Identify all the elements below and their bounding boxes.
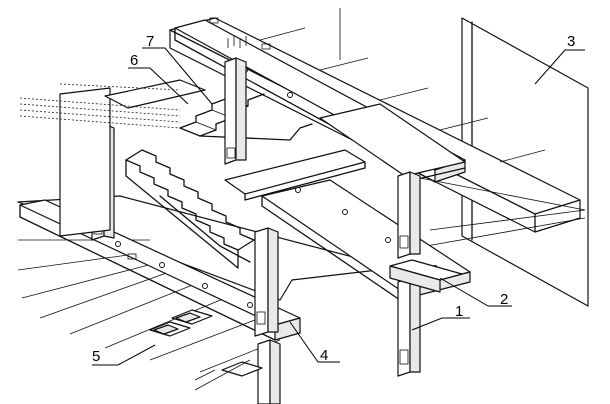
callout-3: 3 [567,33,575,50]
leader-4 [289,321,340,363]
leader-5 [92,344,156,366]
leader-6 [128,67,189,105]
column-lower-front [257,339,281,404]
landing-slab [224,103,466,201]
lower-stair-flight [125,149,255,269]
callout-2: 2 [500,291,508,308]
leader-3 [534,49,585,85]
column-front-center [254,227,279,337]
callout-4: 4 [320,347,328,364]
column-console [389,259,463,293]
foundation-pockets [149,309,263,391]
callout-5: 5 [92,348,100,365]
callout-6: 6 [130,52,138,69]
callout-1: 1 [455,303,463,320]
leader-2 [439,277,512,307]
callout-7: 7 [146,33,154,50]
column-lower-right [397,277,421,377]
column-front-right [397,171,421,259]
leader-1 [411,317,470,331]
leader-7 [142,47,213,105]
rear-infill-block [19,79,206,237]
column-rear-center [224,57,247,165]
